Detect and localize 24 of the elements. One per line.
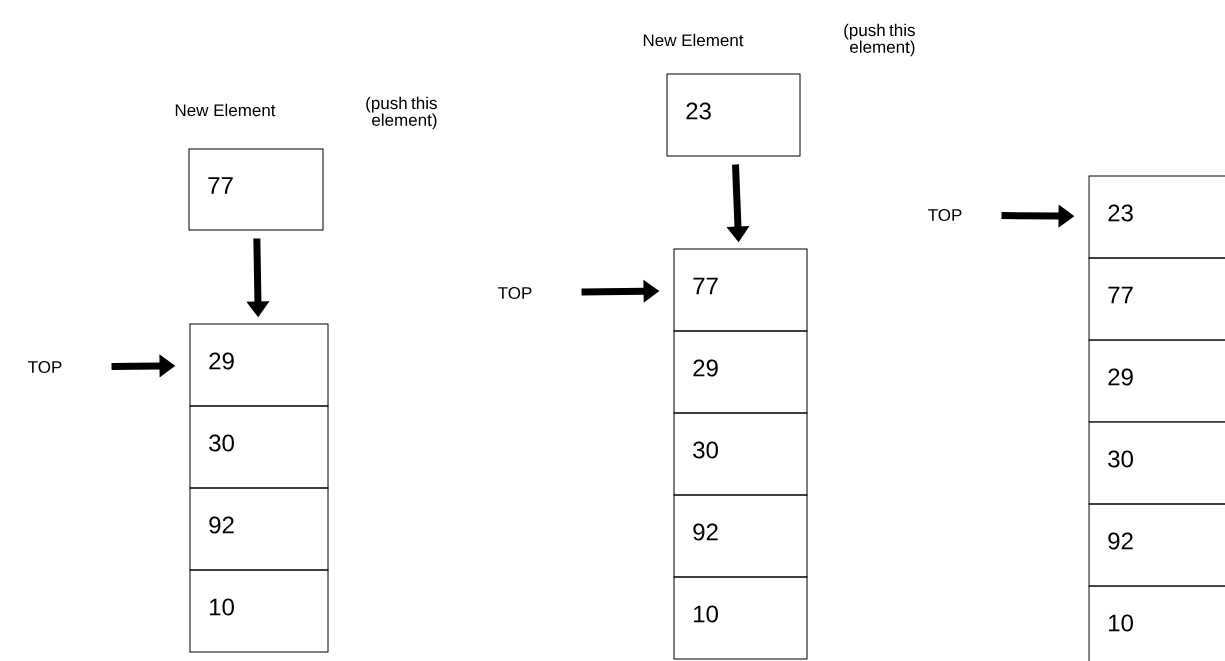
stack-cell: 10 [189, 569, 329, 653]
stack-cell: 29 [1088, 339, 1225, 423]
node-label: New Element [643, 33, 744, 47]
stack-cell: 29 [673, 330, 808, 414]
stack-cell: 10 [673, 576, 808, 660]
stack-cell: 23 [666, 73, 801, 157]
node-note: (push this element) [366, 96, 437, 130]
node-note: (push this element) [844, 23, 915, 57]
stack-cell: 30 [189, 405, 329, 489]
top-label: TOP [928, 209, 962, 222]
stack-cell: 10 [1088, 585, 1225, 661]
node-label: New Element [175, 103, 276, 117]
stack-cell: 92 [189, 487, 329, 571]
stack-cell: 77 [188, 148, 324, 231]
stack-cell: 30 [673, 412, 808, 496]
stack-cell: 92 [1088, 503, 1225, 587]
stack-cell: 77 [673, 248, 808, 332]
stack-cell: 30 [1088, 421, 1225, 505]
stack-cell: 23 [1088, 175, 1225, 259]
stack-cell: 77 [1088, 257, 1225, 341]
top-label: TOP [498, 287, 532, 300]
stack-cell: 92 [673, 494, 808, 578]
stack-cell: 29 [189, 323, 329, 407]
top-label: TOP [28, 361, 62, 374]
